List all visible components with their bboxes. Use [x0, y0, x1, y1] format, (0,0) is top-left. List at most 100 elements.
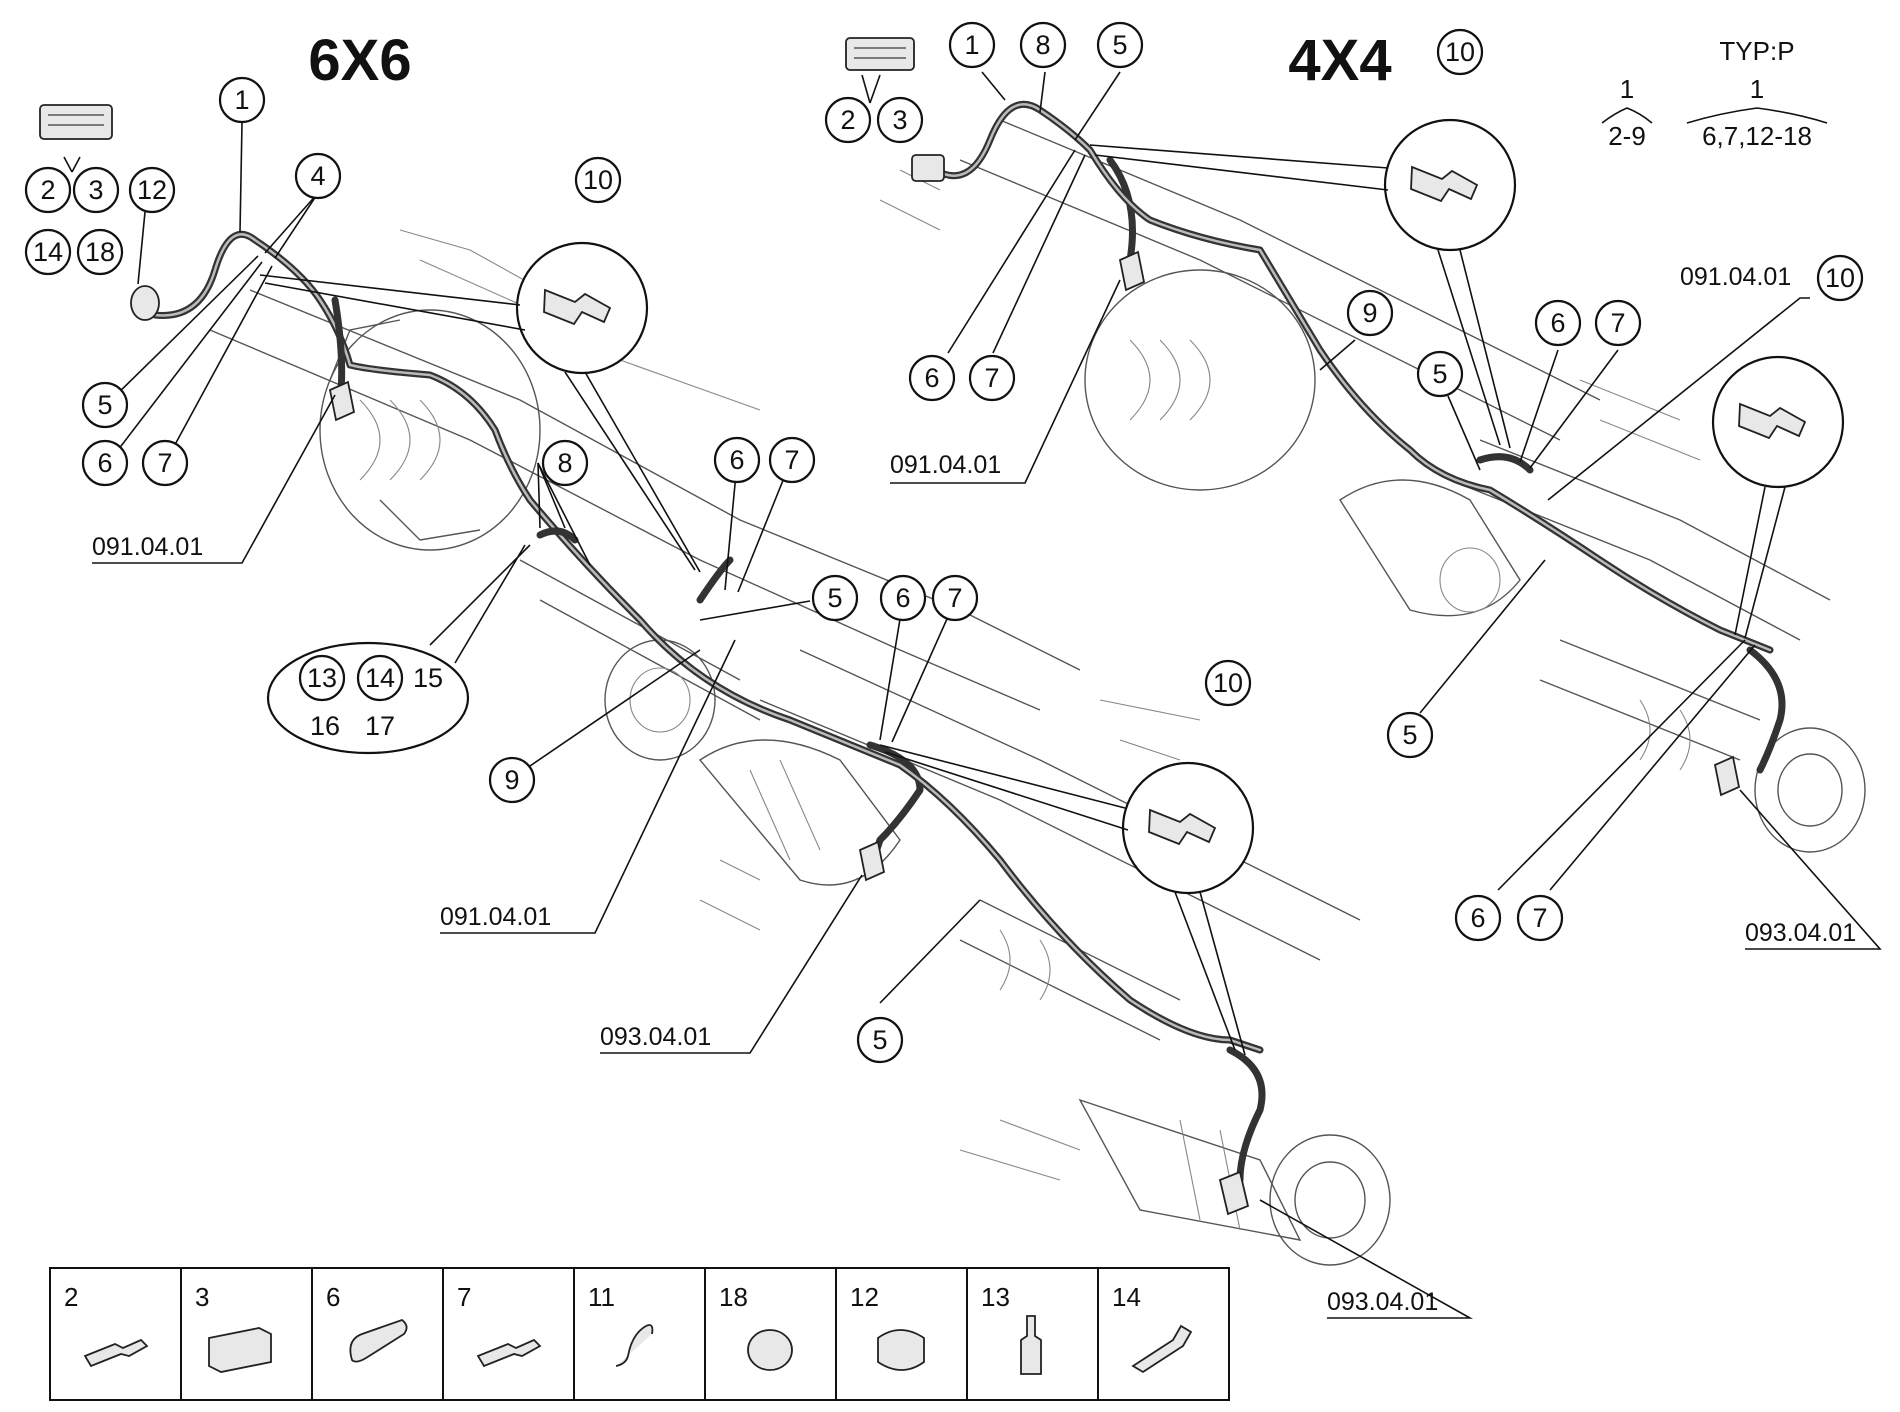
- sensor-6x6-mid-icon: [858, 840, 886, 882]
- balloon-6: 6: [81, 439, 129, 487]
- group-label-16: 16: [310, 711, 340, 741]
- balloon-label: 7: [157, 448, 172, 478]
- legend-cell-13: 13: [966, 1267, 1099, 1401]
- balloon-1: 1: [218, 76, 266, 124]
- balloon-label: 8: [557, 448, 572, 478]
- balloon-7: 7: [968, 354, 1016, 402]
- connector-4x4-icon: [845, 37, 915, 71]
- magnifier-6x6-front: [259, 241, 701, 573]
- legend-cell-18: 18: [704, 1267, 837, 1401]
- balloon-4: 4: [294, 152, 342, 200]
- balloon-label: 6: [1470, 903, 1485, 933]
- balloon-label: 6: [97, 448, 112, 478]
- legend-number: 6: [326, 1282, 340, 1312]
- legend-cell-7: 7: [442, 1267, 575, 1401]
- leader-lines: [63, 71, 1882, 1319]
- rubber-boot-icon: [349, 1318, 408, 1363]
- reference-label: 091.04.01: [1680, 263, 1791, 291]
- balloon-7: 7: [931, 574, 979, 622]
- typ-col1-bottom: 2-9: [1608, 121, 1646, 151]
- legend-number: 3: [195, 1282, 209, 1312]
- balloon-3: 3: [72, 166, 120, 214]
- balloon-label: 6: [729, 445, 744, 475]
- group-label-17: 17: [365, 711, 395, 741]
- balloon-6: 6: [879, 574, 927, 622]
- reference-label: 093.04.01: [1745, 919, 1856, 947]
- balloon-18: 18: [76, 228, 124, 276]
- balloon-label: 6: [895, 583, 910, 613]
- balloon-3: 3: [876, 96, 924, 144]
- balloon-7: 7: [141, 439, 189, 487]
- balloon-label: 1: [964, 30, 979, 60]
- balloon-label: 3: [892, 105, 907, 135]
- balloon-1: 1: [948, 21, 996, 69]
- typ-col2-top: 1: [1750, 74, 1764, 104]
- balloon-label: 13: [307, 663, 337, 693]
- balloon-label: 10: [1445, 37, 1475, 67]
- cable-clip-icon: [615, 1324, 654, 1367]
- balloon-12: 12: [128, 166, 176, 214]
- connector-6x6-icon: [39, 104, 113, 140]
- balloon-label: 14: [365, 663, 395, 693]
- grommet-icon: [747, 1329, 793, 1371]
- legend-cell-3: 3: [180, 1267, 313, 1401]
- typ-note: TYP:P 1 2-9 1 6,7,12-18: [1601, 36, 1828, 151]
- sensor-4x4-front-icon: [1118, 250, 1146, 292]
- magnifier-4x4-rear: [1711, 355, 1845, 639]
- reference-label: 091.04.01: [890, 451, 1001, 479]
- legend-cell-14: 14: [1097, 1267, 1230, 1401]
- balloon-14: 14: [356, 654, 404, 702]
- legend-number: 2: [64, 1282, 78, 1312]
- balloon-5: 5: [1416, 350, 1464, 398]
- axle-sketch-4x4: [879, 119, 1866, 853]
- legend-number: 11: [588, 1282, 615, 1312]
- group-13-17: 15 16 17: [266, 544, 531, 755]
- balloon-label: 2: [840, 105, 855, 135]
- balloon-5: 5: [1096, 21, 1144, 69]
- legend-number: 7: [457, 1282, 471, 1312]
- legend-cell-12: 12: [835, 1267, 968, 1401]
- sensor-4x4-rear-icon: [1713, 755, 1741, 797]
- parts-legend: 2 3 6 7 11 18 12 13 14: [49, 1267, 1230, 1401]
- balloon-label: 7: [947, 583, 962, 613]
- balloon-7: 7: [768, 436, 816, 484]
- connector-detail-icon: [1410, 165, 1479, 203]
- balloon-label: 6: [1550, 308, 1565, 338]
- balloon-label: 2: [40, 175, 55, 205]
- balloon-6: 6: [908, 354, 956, 402]
- title-6x6: 6X6: [308, 28, 411, 93]
- balloon-6: 6: [1454, 894, 1502, 942]
- balloon-5: 5: [811, 574, 859, 622]
- balloon-label: 7: [1532, 903, 1547, 933]
- group-label-15: 15: [413, 663, 443, 693]
- balloon-label: 5: [1112, 30, 1127, 60]
- legend-number: 18: [719, 1282, 748, 1312]
- balloon-10: 10: [574, 156, 622, 204]
- clamp-icon: [877, 1329, 925, 1371]
- balloon-label: 8: [1035, 30, 1050, 60]
- balloon-6: 6: [713, 436, 761, 484]
- typ-col1-top: 1: [1620, 74, 1634, 104]
- reference-label: 091.04.01: [92, 533, 203, 561]
- balloon-7: 7: [1594, 299, 1642, 347]
- axle-sketch-6x6: [209, 229, 1391, 1266]
- balloon-9: 9: [1346, 289, 1394, 337]
- balloon-label: 7: [1610, 308, 1625, 338]
- reference-label: 091.04.01: [440, 903, 551, 931]
- balloon-label: 3: [88, 175, 103, 205]
- legend-number: 13: [981, 1282, 1010, 1312]
- magnifier-6x6-rear: [879, 744, 1255, 1056]
- balloon-10: 10: [1816, 254, 1864, 302]
- reference-label: 093.04.01: [1327, 1288, 1438, 1316]
- terminal-icon: [83, 1338, 149, 1368]
- balloon-label: 5: [1432, 359, 1447, 389]
- legend-cell-6: 6: [311, 1267, 444, 1401]
- balloon-label: 5: [872, 1025, 887, 1055]
- sensors: [39, 37, 1741, 1216]
- typ-col2-bottom: 6,7,12-18: [1702, 121, 1812, 151]
- balloon-13: 13: [298, 654, 346, 702]
- balloon-6: 6: [1534, 299, 1582, 347]
- grommet-6x6-icon: [130, 285, 160, 321]
- balloon-5: 5: [1386, 711, 1434, 759]
